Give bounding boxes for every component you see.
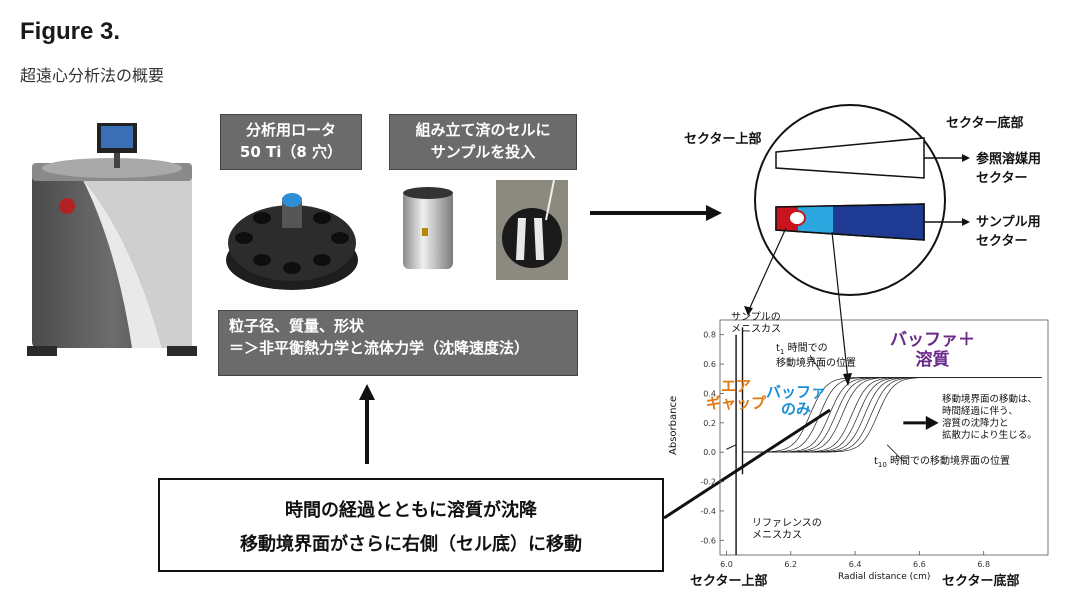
x-axis-label: Radial distance (cm) bbox=[838, 572, 931, 582]
up-arrow-head bbox=[359, 384, 375, 400]
cell-box: 組み立て済のセルに サンプルを投入 bbox=[389, 114, 577, 170]
rotor-image bbox=[226, 193, 358, 290]
buffer-solute-label: バッファ＋ 溶質 bbox=[890, 330, 975, 370]
t1-rest: 時間での bbox=[784, 343, 828, 354]
sector-circle bbox=[754, 104, 946, 296]
x-tick-label: 6.0 bbox=[720, 560, 733, 569]
sector-bottom-label: セクター底部 bbox=[946, 116, 1024, 131]
sample-meniscus-marker bbox=[788, 210, 806, 226]
t10-t: t bbox=[874, 456, 878, 467]
air-gap-trace bbox=[726, 444, 737, 450]
y-tick-label: 0.0 bbox=[703, 448, 716, 457]
y-tick-label: 0.8 bbox=[703, 331, 716, 340]
sample-meniscus-line2: メニスカス bbox=[731, 324, 781, 335]
properties-line1: 粒子径、質量、形状 bbox=[229, 317, 365, 335]
boundary-movement-line2: 時間経過に伴う、 bbox=[942, 406, 1019, 417]
reference-sector bbox=[775, 137, 925, 179]
boundary-movement-line4: 拡散力により生じる。 bbox=[942, 430, 1037, 441]
sample-sector-label-line2: セクター bbox=[976, 234, 1028, 249]
t10-annotation: t10 時間での移動境界面の位置 bbox=[874, 452, 1010, 469]
sample-meniscus-line1: サンプルの bbox=[731, 312, 781, 323]
note-line1: 時間の経過とともに溶質が沈降 bbox=[285, 500, 537, 521]
y-tick-label: 0.2 bbox=[703, 419, 716, 428]
plot-sector-top-label: セクター上部 bbox=[690, 574, 768, 589]
properties-box: 粒子径、質量、形状 ＝＞非平衡熱力学と流体力学（沈降速度法） bbox=[218, 310, 578, 376]
rotor-label-line1: 分析用ロータ bbox=[245, 121, 336, 139]
note-box: 時間の経過とともに溶質が沈降 移動境界面がさらに右側（セル底）に移動 bbox=[158, 478, 664, 572]
reference-meniscus-line2: メニスカス bbox=[752, 530, 802, 541]
reference-sector-label: 参照溶媒用 セクター bbox=[976, 150, 1041, 188]
buffer-only-label: バッファ のみ bbox=[766, 384, 826, 418]
buffer-only-line1: バッファ bbox=[766, 383, 827, 401]
absorbance-plot: 0.8 0.6 0.4 0.2 0.0 -0.2 -0.4 -0.6 6.0 6.2 6.4 6.6 6… bbox=[700, 319, 1049, 569]
properties-line2: ＝＞非平衡熱力学と流体力学（沈降速度法） bbox=[229, 339, 530, 357]
reference-meniscus-annotation: リファレンスの メニスカス bbox=[752, 518, 822, 542]
rotor-label-line2: 50 Ti（8 穴） bbox=[239, 143, 343, 161]
air-gap-line2: ギャップ bbox=[706, 394, 767, 412]
sample-sector-label: サンプル用 セクター bbox=[976, 213, 1041, 251]
rotor-box: 分析用ロータ 50 Ti（8 穴） bbox=[220, 114, 362, 170]
t1-pointer bbox=[809, 355, 821, 371]
sample-sector-label-line1: サンプル用 bbox=[976, 215, 1041, 230]
t10-rest: 時間での移動境界面の位置 bbox=[886, 456, 1011, 467]
sample-meniscus-annotation: サンプルの メニスカス bbox=[731, 312, 781, 336]
y-tick-label: -0.4 bbox=[700, 507, 716, 516]
y-tick-label: 0.6 bbox=[703, 360, 716, 369]
cell-label-line2: サンプルを投入 bbox=[430, 143, 536, 161]
t10-sub: 10 bbox=[877, 461, 887, 469]
figure-subtitle: 超遠心分析法の概要 bbox=[20, 66, 165, 85]
boundary-movement-note: 移動境界面の移動は、 時間経過に伴う、 溶質の沈降力と 拡散力により生じる。 bbox=[942, 394, 1037, 442]
y-tick-label: -0.2 bbox=[700, 478, 716, 487]
sector-top-label: セクター上部 bbox=[684, 132, 762, 147]
boundary-movement-line3: 溶質の沈降力と bbox=[942, 418, 1009, 429]
cell-window-image bbox=[496, 180, 568, 280]
y-tick-label: 0.4 bbox=[703, 389, 716, 398]
y-tick-label: -0.6 bbox=[700, 536, 716, 545]
t1-line2: 移動境界面の位置 bbox=[776, 358, 856, 369]
ultracentrifuge-image bbox=[27, 123, 197, 356]
plot-sector-bottom-label: セクター底部 bbox=[942, 574, 1020, 589]
x-tick-label: 6.6 bbox=[913, 560, 926, 569]
y-axis-label: Absorbance bbox=[668, 395, 679, 455]
x-tick-label: 6.4 bbox=[849, 560, 862, 569]
t10-pointer bbox=[886, 444, 904, 462]
t1-t: t bbox=[776, 343, 780, 354]
cell-label-line1: 組み立て済のセルに bbox=[415, 121, 551, 139]
buffer-only-line2: のみ bbox=[781, 400, 812, 418]
figure-title: Figure 3. bbox=[20, 18, 121, 45]
x-tick-label: 6.8 bbox=[977, 560, 990, 569]
air-gap-line1: エア bbox=[721, 377, 752, 395]
reference-sector-label-line1: 参照溶媒用 bbox=[976, 152, 1042, 167]
note-line2: 移動境界面がさらに右側（セル底）に移動 bbox=[240, 534, 582, 555]
cell-assembly-image bbox=[403, 187, 453, 269]
right-arrow-head bbox=[706, 205, 722, 221]
reference-meniscus-line1: リファレンスの bbox=[752, 518, 822, 529]
t1-annotation: t1 時間での 移動境界面の位置 bbox=[776, 343, 856, 370]
buffer-solute-line1: バッファ＋ bbox=[890, 330, 975, 350]
boundary-curve-10 bbox=[742, 376, 1042, 453]
reference-sector-label-line2: セクター bbox=[976, 171, 1028, 186]
note-connector-line bbox=[663, 408, 831, 520]
plot-frame bbox=[719, 319, 1049, 556]
t1-sub: 1 bbox=[779, 348, 785, 356]
x-tick-label: 6.2 bbox=[784, 560, 797, 569]
air-gap-label: エア ギャップ bbox=[706, 378, 766, 412]
buffer-solute-line2: 溶質 bbox=[915, 350, 950, 370]
boundary-movement-arrow-head bbox=[925, 415, 939, 430]
boundary-movement-line1: 移動境界面の移動は、 bbox=[942, 394, 1038, 405]
